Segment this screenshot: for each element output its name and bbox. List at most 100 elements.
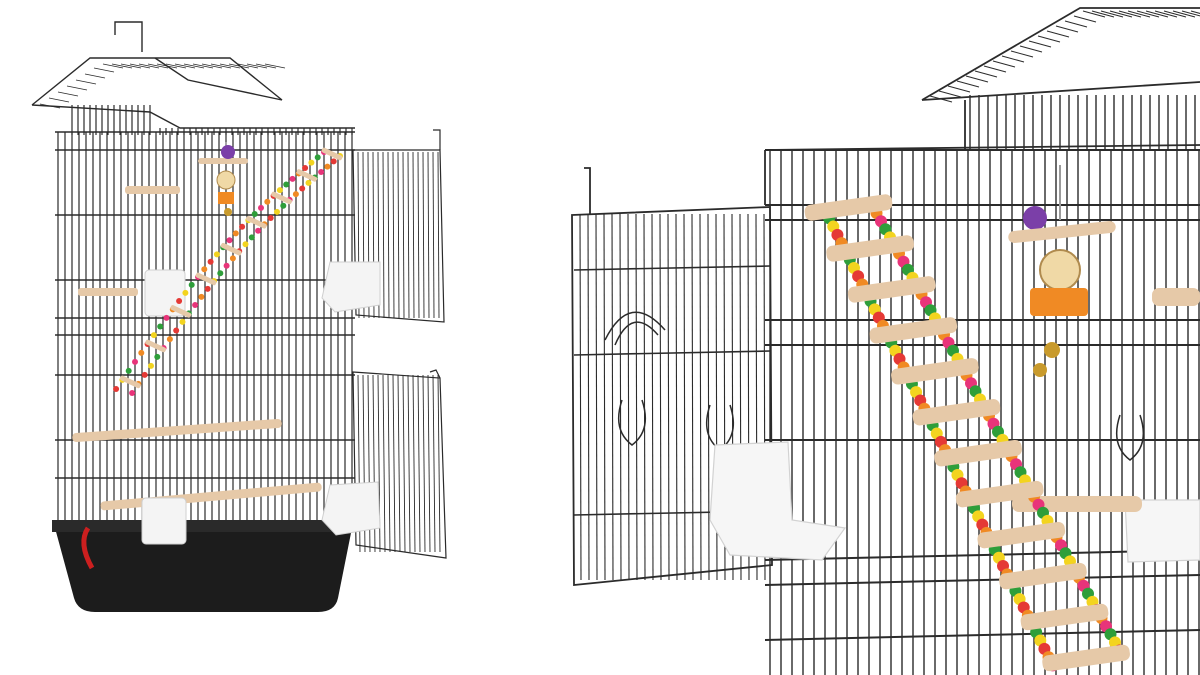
wire <box>1028 40 1052 48</box>
wire <box>1091 10 1115 18</box>
bead <box>274 208 280 215</box>
roof-mesh <box>39 63 286 109</box>
bead <box>166 336 173 343</box>
closeup-bead-ladder <box>804 194 1130 672</box>
wire <box>627 213 630 581</box>
wire <box>57 91 79 97</box>
wire <box>427 151 430 319</box>
wire <box>392 151 395 319</box>
wire <box>651 213 654 581</box>
wire <box>432 374 436 553</box>
bead <box>141 371 148 378</box>
wire <box>643 213 646 581</box>
bead <box>154 353 161 360</box>
wire <box>1082 10 1106 18</box>
ladder-rung <box>120 375 141 389</box>
bead <box>163 314 170 321</box>
wire <box>764 629 1200 641</box>
bead <box>226 237 233 244</box>
bead <box>302 165 309 172</box>
bead <box>330 158 337 165</box>
wire <box>764 574 1200 586</box>
wire <box>573 350 771 356</box>
wire <box>1136 10 1160 18</box>
bead <box>232 230 239 237</box>
wire <box>147 63 169 69</box>
ladder-rung <box>246 216 267 229</box>
wire <box>387 374 391 553</box>
wire <box>48 97 70 103</box>
closeup-roof-mesh <box>929 10 1200 103</box>
wire <box>1109 10 1133 18</box>
bead <box>204 285 211 292</box>
wire <box>611 213 614 581</box>
bead <box>207 258 214 265</box>
wire <box>201 63 223 69</box>
wire <box>382 151 385 319</box>
bead <box>314 154 321 161</box>
wire <box>619 213 622 581</box>
wire <box>174 63 196 69</box>
wire <box>992 60 1016 68</box>
wire <box>1190 10 1200 14</box>
bead <box>229 255 236 262</box>
bead <box>280 202 287 209</box>
closeup-roof <box>764 7 1200 205</box>
wire <box>1019 45 1043 53</box>
ladder-rung <box>1020 603 1109 631</box>
ladder-rung <box>826 235 914 262</box>
wire <box>246 63 268 69</box>
bead <box>251 210 258 217</box>
wire <box>437 374 441 553</box>
ladder-rung <box>912 399 1001 426</box>
wire <box>102 63 124 69</box>
bead <box>188 281 195 288</box>
upper-door <box>352 129 445 323</box>
wire <box>237 63 259 69</box>
wire <box>1001 55 1025 63</box>
wire <box>595 213 598 581</box>
wire <box>603 213 606 581</box>
wire <box>192 63 214 69</box>
wire <box>675 213 678 581</box>
wire <box>84 73 106 79</box>
wire <box>183 63 205 69</box>
wire <box>983 65 1007 73</box>
closeup-cage-bars <box>764 95 1200 675</box>
bead <box>192 302 199 309</box>
ladder-rung <box>869 317 958 344</box>
bead <box>132 358 138 365</box>
wire <box>573 265 771 271</box>
bead <box>276 187 283 194</box>
wire <box>417 151 420 319</box>
hanging-toy <box>198 142 248 216</box>
wire <box>1127 10 1151 18</box>
ladder-rung <box>847 276 936 303</box>
wire <box>929 95 953 103</box>
wire <box>1073 15 1097 23</box>
wire <box>1145 10 1169 18</box>
bead <box>289 175 296 182</box>
wire <box>382 374 386 553</box>
wire <box>956 80 980 88</box>
wire <box>210 63 232 69</box>
ladder-rung <box>195 272 217 286</box>
bead <box>129 389 136 396</box>
wire <box>1118 10 1142 18</box>
bead <box>239 223 246 230</box>
bead <box>283 181 290 188</box>
ladder-rung <box>1042 644 1130 672</box>
ladder-rung <box>271 191 292 205</box>
wire <box>947 85 971 93</box>
bead <box>318 169 325 176</box>
bead <box>198 293 205 300</box>
ladder-rung <box>145 339 166 353</box>
ladder-rung <box>804 194 893 221</box>
cage-tray <box>55 528 352 612</box>
bead-ladder <box>113 147 343 396</box>
bead <box>213 251 220 258</box>
bead <box>242 241 249 248</box>
wire <box>1064 20 1088 28</box>
bead <box>157 323 164 330</box>
